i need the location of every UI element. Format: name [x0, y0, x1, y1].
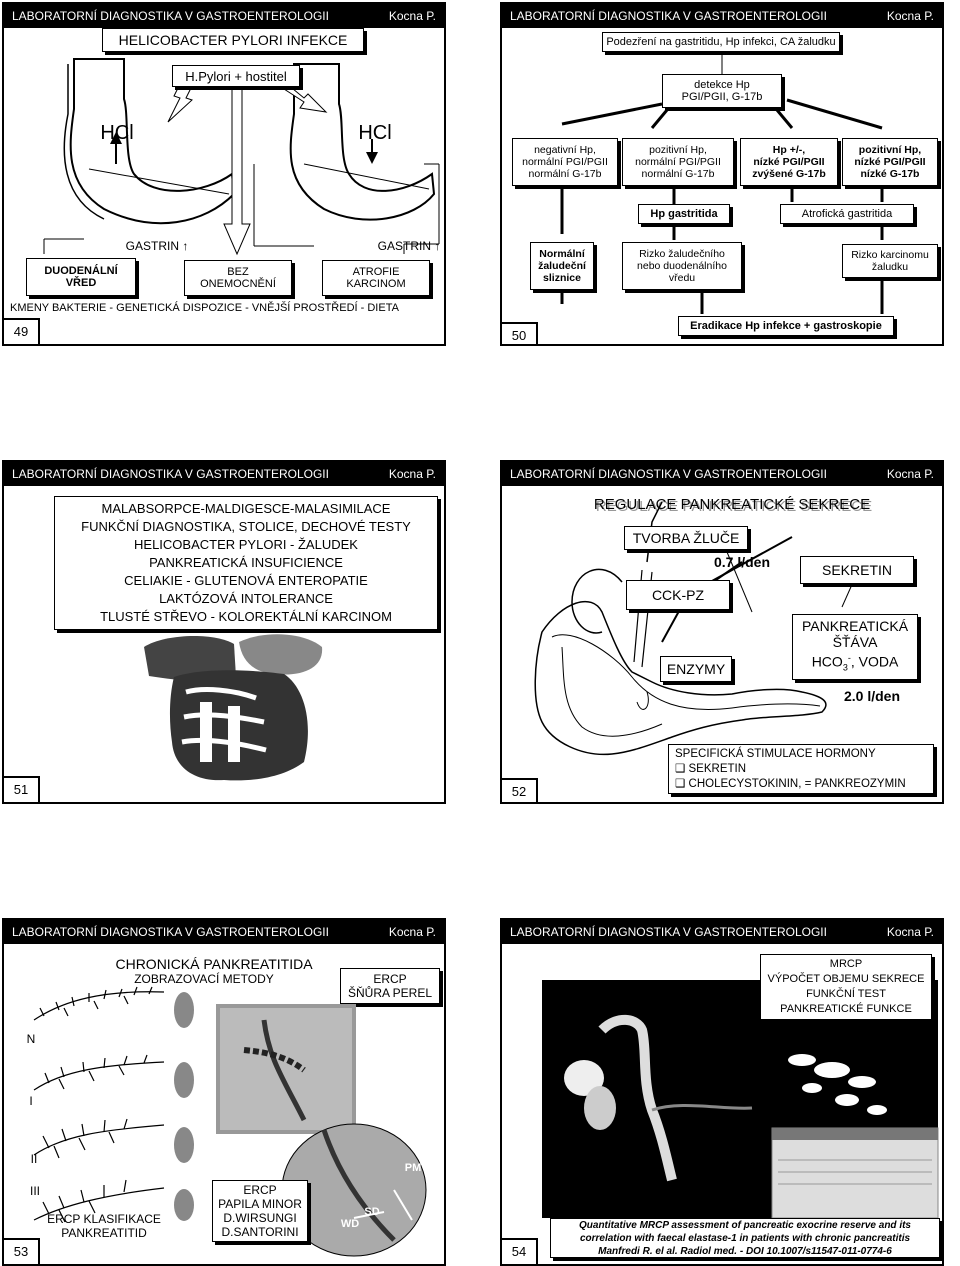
- digestive-tract-image: [4, 462, 444, 802]
- detection-box: detekce Hp PGI/PGII, G-17b: [662, 74, 782, 108]
- stimulation-item-label: SEKRETIN: [689, 763, 747, 775]
- outcome-atrophy-carcinoma: ATROFIE KARCINOM: [322, 260, 430, 296]
- slide-number: 49: [2, 318, 40, 346]
- juice-rate: 2.0 l/den: [832, 688, 912, 704]
- secretin-box: SEKRETIN: [800, 556, 914, 584]
- subtitle: H.Pylori + hostitel: [172, 65, 300, 87]
- gastrin-left-label: GASTRIN ↑: [112, 239, 202, 253]
- slide-title: HELICOBACTER PYLORI INFEKCE: [102, 28, 364, 52]
- case-negative: negativní Hp, normální PGI/PGII normální…: [512, 138, 618, 186]
- stimulation-item: ❑ SEKRETIN: [675, 762, 746, 777]
- result-ulcer-risk: Rizko žaludečního nebo duodenálního vřed…: [622, 242, 742, 290]
- case-hp-low-pg: Hp +/-, nízké PGI/PGII zvýšené G-17b: [740, 138, 838, 186]
- result-cancer-risk: Rizko karcinomu žaludku: [842, 244, 938, 278]
- case-positive-low: pozitivní Hp, nízké PGI/PGII nízké G-17b: [842, 138, 938, 186]
- outcome-duodenal-ulcer: DUODENÁLNÍ VŘED: [26, 258, 136, 296]
- citation-caption: Quantitative MRCP assessment of pancreat…: [550, 1218, 940, 1258]
- up-arrow-icon: ↑: [434, 239, 440, 253]
- gastrin-left-text: GASTRIN: [126, 239, 179, 253]
- grade-2-label: II: [24, 1152, 44, 1166]
- hcl-right-label: HCl: [350, 122, 400, 145]
- slide-number: 50: [500, 322, 538, 346]
- stimulation-item-label: CHOLECYSTOKININ, = PANKREOZYMIN: [689, 778, 906, 790]
- gastrin-right-label: GASTRIN ↑: [364, 239, 446, 253]
- grade-n-label: N: [24, 1032, 38, 1046]
- label-sd: SD: [360, 1206, 384, 1218]
- stimulation-item: ❑ CHOLECYSTOKININ, = PANKREOZYMIN: [675, 777, 906, 792]
- grade-3-label: III: [24, 1184, 46, 1198]
- slide-51: LABORATORNÍ DIAGNOSTIKA V GASTROENTEROLO…: [2, 460, 446, 804]
- slide-title: Podezření na gastritidu, Hp infekci, CA …: [602, 32, 840, 52]
- bile-formation-box: TVORBA ŽLUČE: [624, 526, 748, 550]
- result-normal-mucosa: Normální žaludeční sliznice: [530, 242, 594, 290]
- outcome-no-disease: BEZ ONEMOCNĚNÍ: [184, 260, 292, 296]
- bile-rate: 0.7 l/den: [702, 554, 782, 570]
- up-arrow-icon: ↑: [182, 239, 188, 253]
- label-pm: PM: [398, 1162, 428, 1174]
- checkbox-icon: ❑: [675, 763, 685, 775]
- water-text: , VODA: [851, 654, 898, 670]
- slide-49: LABORATORNÍ DIAGNOSTIKA V GASTROENTEROLO…: [2, 2, 446, 346]
- slide-50: LABORATORNÍ DIAGNOSTIKA V GASTROENTEROLO…: [500, 2, 944, 346]
- enzymes-box: ENZYMY: [660, 656, 732, 682]
- hco-subscript: 3: [843, 663, 848, 673]
- grade-1-label: I: [24, 1094, 38, 1108]
- pancreatic-juice-label: PANKREATICKÁ ŠŤÁVA: [802, 618, 908, 650]
- gastrin-right-text: GASTRIN: [378, 239, 431, 253]
- ercp-classification-label: ERCP KLASIFIKACE PANKREATITID: [34, 1212, 174, 1240]
- slide-footer-factors: KMENY BAKTERIE - GENETICKÁ DISPOZICE - V…: [10, 302, 440, 314]
- hormone-stimulation-box: SPECIFICKÁ STIMULACE HORMONY ❑ SEKRETIN …: [668, 744, 934, 794]
- hco-text: HCO: [812, 654, 843, 670]
- case-positive-normal: pozitivní Hp, normální PGI/PGII normální…: [622, 138, 734, 186]
- slide-number: 53: [2, 1238, 40, 1266]
- eradication-box: Eradikace Hp infekce + gastroskopie: [678, 316, 894, 336]
- checkbox-icon: ❑: [675, 778, 685, 790]
- slide-number: 51: [2, 776, 40, 804]
- mrcp-box: MRCP VÝPOČET OBJEMU SEKRECE FUNKČNÍ TEST…: [760, 954, 932, 1020]
- slide-53: LABORATORNÍ DIAGNOSTIKA V GASTROENTEROLO…: [2, 918, 446, 1266]
- hcl-left-label: HCl: [92, 122, 142, 145]
- slide-52: LABORATORNÍ DIAGNOSTIKA V GASTROENTEROLO…: [500, 460, 944, 804]
- slide-number: 52: [500, 778, 538, 804]
- hco3-label: HCO3-, VODA: [812, 650, 899, 675]
- hp-gastritis-box: Hp gastritida: [638, 204, 730, 224]
- atrophic-gastritis-box: Atrofická gastritida: [780, 204, 914, 224]
- papilla-box: ERCP PAPILA MINOR D.WIRSUNGI D.SANTORINI: [212, 1180, 308, 1242]
- pancreatic-juice-box: PANKREATICKÁ ŠŤÁVA HCO3-, VODA: [792, 614, 918, 680]
- stimulation-title: SPECIFICKÁ STIMULACE HORMONY: [675, 747, 876, 762]
- slide-number: 54: [500, 1238, 538, 1266]
- cck-pz-box: CCK-PZ: [626, 580, 730, 610]
- label-wd: WD: [338, 1218, 362, 1230]
- slide-54: LABORATORNÍ DIAGNOSTIKA V GASTROENTEROLO…: [500, 918, 944, 1266]
